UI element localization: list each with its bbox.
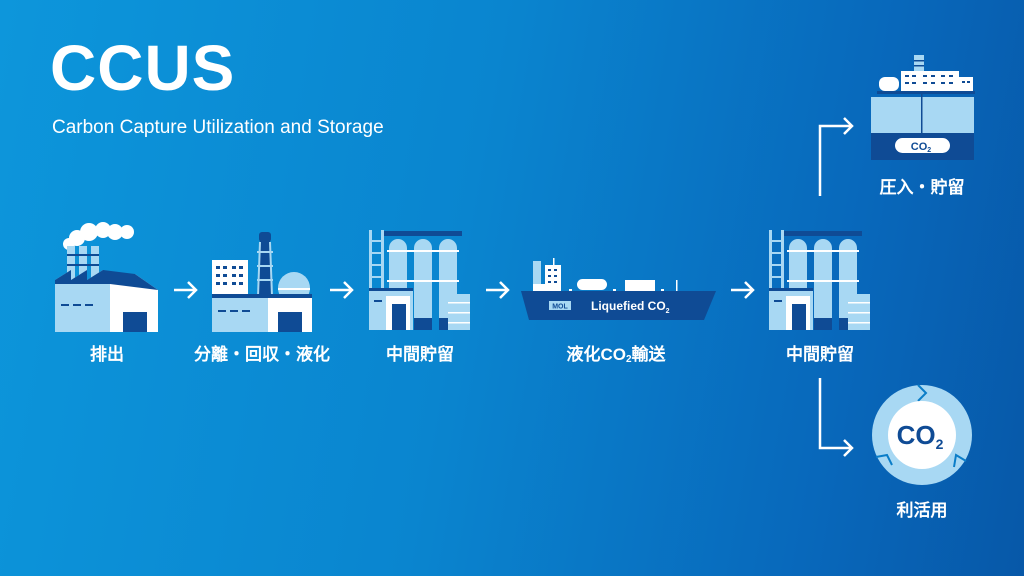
step-label-intermediate-storage: 中間貯留 [386,345,454,364]
separation-plant-icon [212,232,312,332]
mol-logo-text: MOL [552,304,568,311]
step-label-transport: 液化CO2輸送 [566,345,666,365]
lco2-ship-icon: MOL Liquefied CO2 [521,258,716,320]
step-label-emission: 排出 [90,345,124,364]
injection-storage-icon: CO2 [871,55,975,160]
arrow-icon [484,280,510,300]
co2-circle-text: CO2 [897,420,944,452]
step-label-separation: 分離・回収・液化 [194,345,330,364]
page-subtitle: Carbon Capture Utilization and Storage [52,117,384,138]
co2-pill-text: CO2 [911,141,932,154]
intermediate-storage-icon [769,230,870,330]
factory-icon [55,222,158,332]
branch-arrow-utilization [818,378,854,457]
branch-label-injection-storage: 圧入・貯留 [879,178,965,197]
co2-recycle-icon: CO2 [872,384,972,485]
branch-label-utilization: 利活用 [896,501,948,520]
intermediate-storage-icon [369,230,470,330]
arrow-icon [328,280,354,300]
branch-arrow-storage [818,117,854,196]
ship-hull-text: Liquefied CO2 [591,299,670,315]
mol-logo [549,301,571,310]
arrow-icon [172,280,198,300]
arrow-icon [729,280,755,300]
step-label-intermediate-storage-2: 中間貯留 [786,345,854,364]
page-title: CCUS [50,32,236,104]
